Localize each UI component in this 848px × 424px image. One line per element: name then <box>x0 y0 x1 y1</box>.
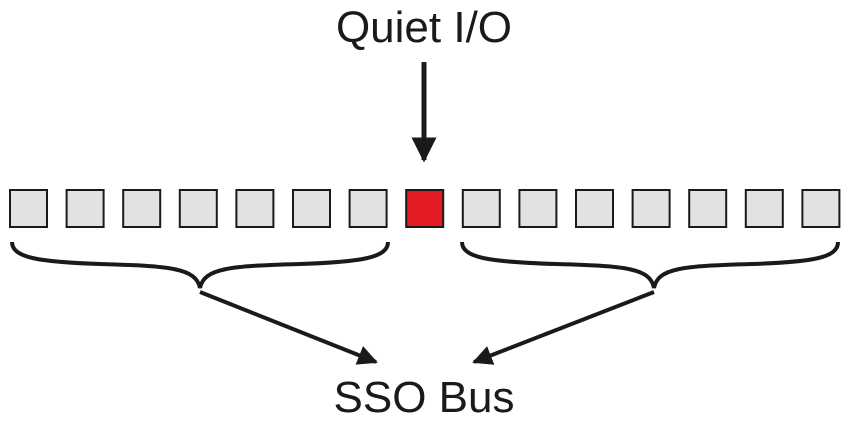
sso-pin <box>9 189 48 228</box>
sso-pin <box>744 189 784 228</box>
sso-pin <box>292 189 331 228</box>
left-brace <box>10 241 390 289</box>
sso-pin <box>801 189 841 228</box>
sso-pin <box>518 189 558 228</box>
sso-pin <box>235 189 275 228</box>
sso-pin <box>348 189 388 228</box>
pin-row <box>9 189 841 228</box>
sso-pin <box>461 189 501 228</box>
sso-pin <box>575 189 614 228</box>
quiet-io-label: Quiet I/O <box>335 3 513 52</box>
sso-pin <box>688 189 728 228</box>
right-brace <box>460 241 840 289</box>
sso-pin <box>631 189 671 228</box>
sso-pin <box>65 189 105 228</box>
sso-pin <box>122 189 162 228</box>
sso-bus-label: SSO Bus <box>333 373 515 422</box>
right-sso-arrow <box>472 290 655 365</box>
quiet-io-pin <box>405 189 445 228</box>
sso-pin <box>178 189 218 228</box>
left-sso-arrow <box>199 290 378 365</box>
